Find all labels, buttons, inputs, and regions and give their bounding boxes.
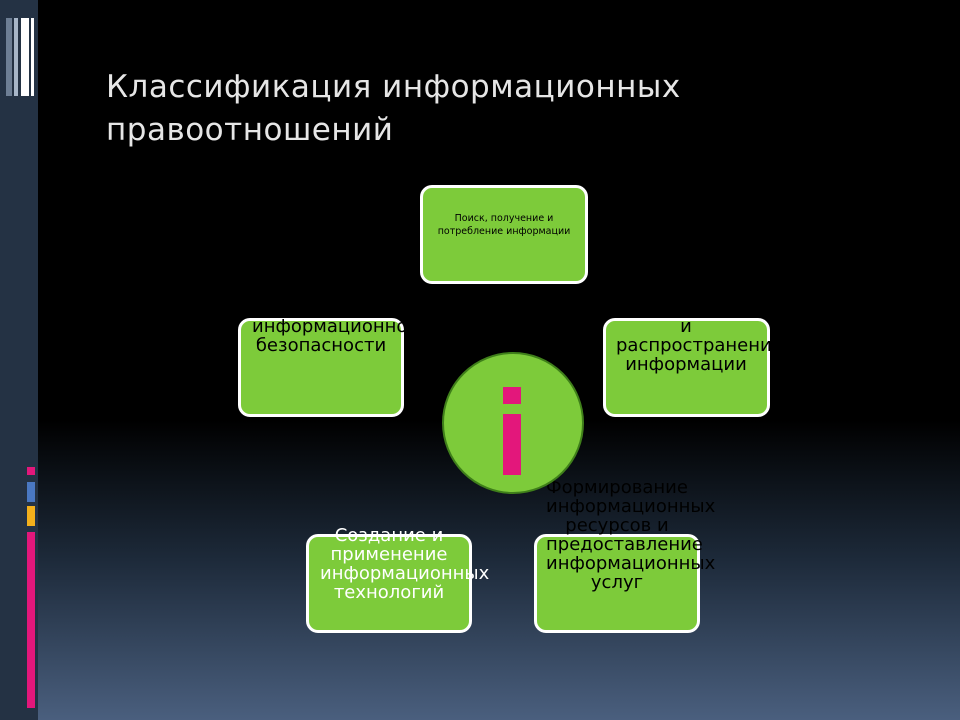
box-right <box>603 318 770 417</box>
box-top <box>420 185 588 284</box>
deco-pink-bar <box>27 532 35 708</box>
box-bottom-right <box>534 534 700 633</box>
box-bottom-left-text: Создание и применение информационных тех… <box>320 525 490 603</box>
box-left-text: Обеспечение информационной безопасности <box>252 297 420 356</box>
info-glyph <box>503 387 521 475</box>
deco-bar-4 <box>31 18 34 96</box>
deco-bar-2 <box>14 18 18 96</box>
deco-yellow-square <box>27 506 35 526</box>
deco-pink-square <box>27 467 35 475</box>
slide-title: Классификация информационных правоотноше… <box>106 69 681 148</box>
deco-blue-square <box>27 482 35 502</box>
info-glyph-dot <box>503 387 521 404</box>
box-bottom-right-text: Формирование информационных ресурсов и п… <box>546 477 716 593</box>
box-right-text: Производство и распространение информаци… <box>616 297 783 375</box>
box-bottom-left <box>306 534 472 633</box>
info-glyph-stem <box>503 414 521 475</box>
deco-bar-3 <box>21 18 29 96</box>
box-top-text: Поиск, получение и потребление информаци… <box>437 213 571 237</box>
box-left <box>238 318 404 417</box>
deco-bar-1 <box>6 18 12 96</box>
